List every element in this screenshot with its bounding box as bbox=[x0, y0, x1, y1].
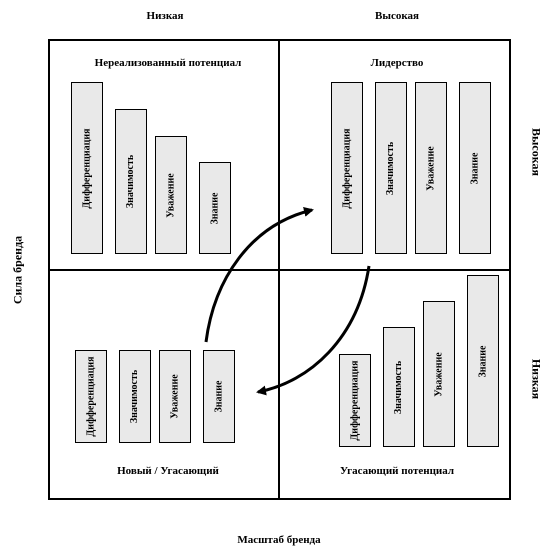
bar-br-differentiation: Дифференциация bbox=[339, 354, 371, 447]
bar-tr-knowledge: Знание bbox=[459, 82, 491, 254]
arrow-up-to-leadership bbox=[204, 207, 314, 343]
quadrant-title-leadership: Лидерство bbox=[370, 57, 424, 69]
quadrant-title-declining-potential: Угасающий потенциал bbox=[339, 465, 455, 477]
bar-bl-relevance: Значимость bbox=[119, 350, 151, 443]
bottom-axis-label: Масштаб бренда bbox=[237, 534, 321, 546]
bar-tl-differentiation: Дифференциация bbox=[71, 82, 103, 254]
bar-tr-relevance: Значимость bbox=[375, 82, 407, 254]
bar-br-esteem: Уважение bbox=[423, 301, 455, 447]
bar-tl-relevance: Значимость bbox=[115, 109, 147, 254]
top-axis-high-label: Высокая bbox=[375, 10, 419, 22]
bar-bl-differentiation: Дифференциация bbox=[75, 350, 107, 443]
arrow-down-to-new bbox=[256, 265, 371, 396]
bar-br-relevance: Значимость bbox=[383, 327, 415, 447]
bar-bl-knowledge: Знание bbox=[203, 350, 235, 443]
bar-tr-esteem: Уважение bbox=[415, 82, 447, 254]
quadrant-title-unrealized-potential: Нереализованный потенциал bbox=[94, 57, 242, 69]
bar-br-knowledge: Знание bbox=[467, 275, 499, 447]
bar-tl-esteem: Уважение bbox=[155, 136, 187, 254]
bar-tr-differentiation: Дифференциация bbox=[331, 82, 363, 254]
bar-tl-knowledge: Знание bbox=[199, 162, 231, 254]
grid-vertical-divider bbox=[278, 39, 280, 500]
bar-bl-esteem: Уважение bbox=[159, 350, 191, 443]
quadrant-title-new-declining: Новый / Угасающий bbox=[117, 465, 219, 477]
top-axis-low-label: Низкая bbox=[146, 10, 184, 22]
